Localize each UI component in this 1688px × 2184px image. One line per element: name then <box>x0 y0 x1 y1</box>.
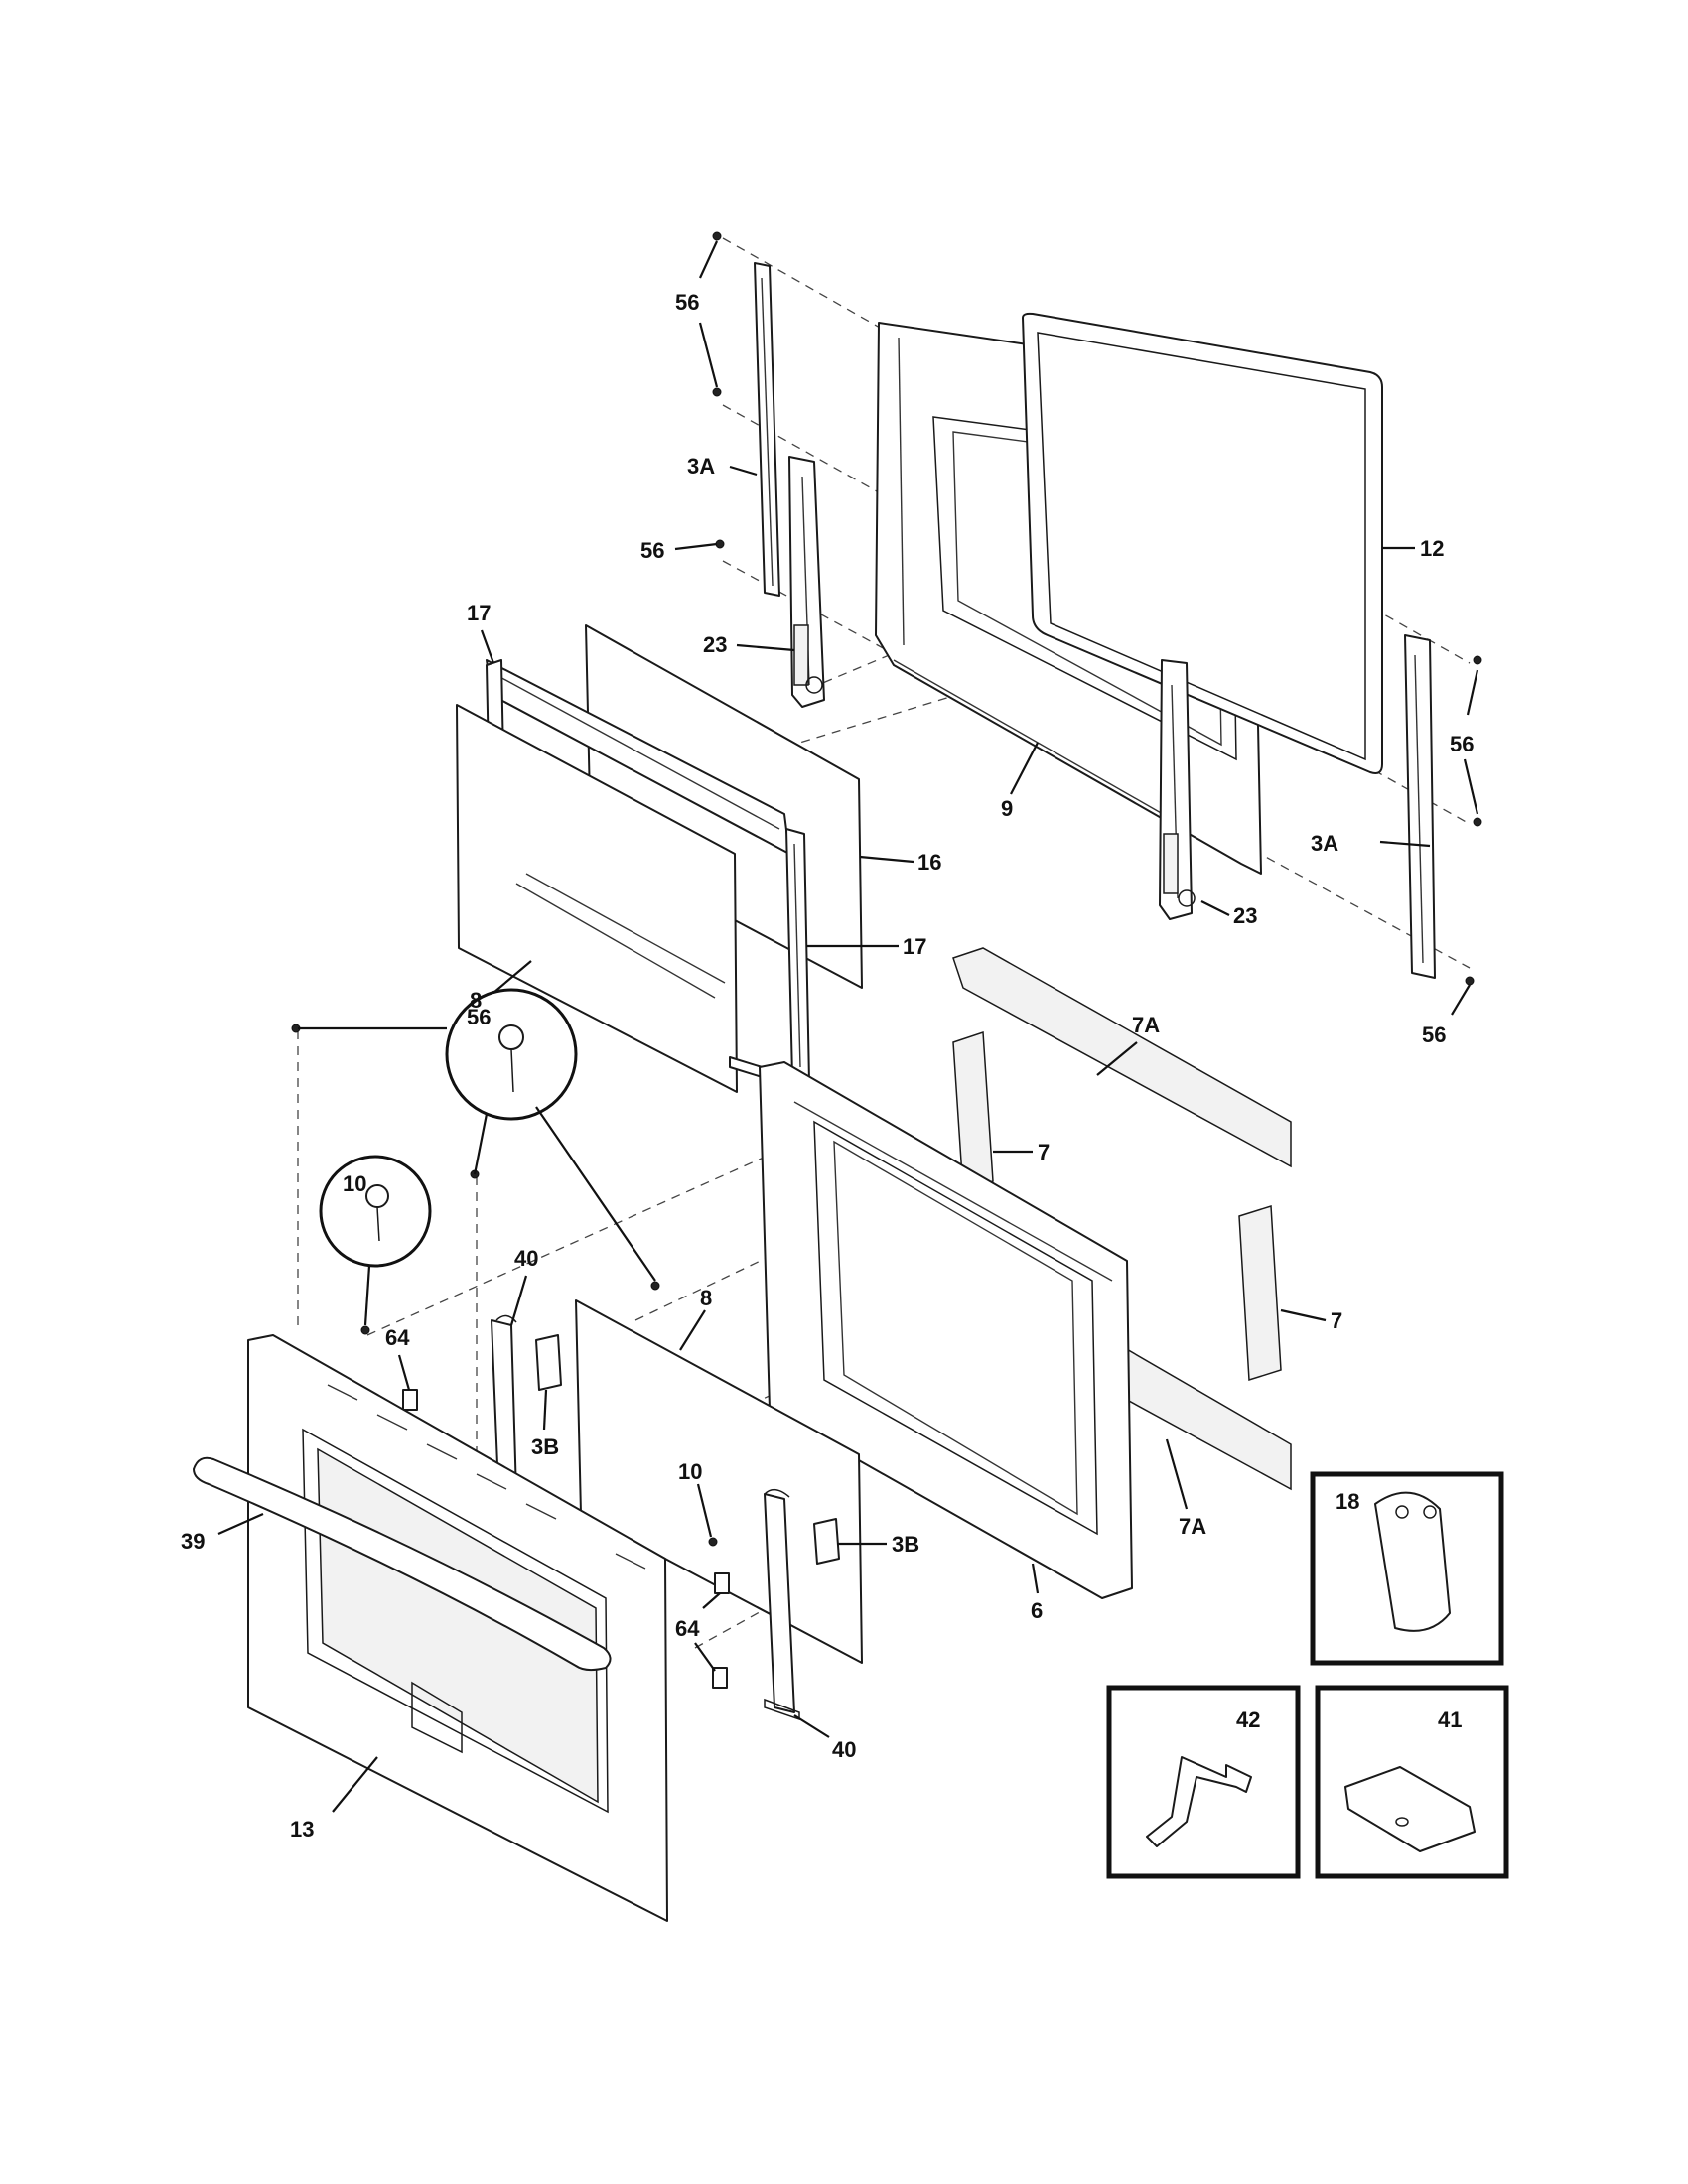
label-39: 39 <box>181 1529 205 1554</box>
label-17-lower: 17 <box>903 934 926 959</box>
label-40-upper: 40 <box>514 1246 538 1271</box>
label-9: 9 <box>1001 796 1013 821</box>
hinge-strip-left <box>754 262 780 597</box>
detail-box-18 <box>1310 1471 1504 1666</box>
label-56-top: 56 <box>675 290 699 315</box>
door-gasket-frame <box>1022 312 1383 774</box>
spacer-clip-64-lower1 <box>714 1572 730 1594</box>
label-7-top: 7 <box>1038 1140 1050 1164</box>
hinge-strip-right <box>1404 634 1436 979</box>
label-13: 13 <box>290 1817 314 1842</box>
label-3a-right: 3A <box>1311 831 1338 856</box>
label-64-upper: 64 <box>385 1325 410 1350</box>
callout-screw-10: 10 <box>319 1155 432 1268</box>
label-56-right: 56 <box>1450 732 1474 756</box>
hinge-left <box>788 456 825 708</box>
label-41: 41 <box>1438 1707 1462 1732</box>
label-42: 42 <box>1236 1707 1260 1732</box>
label-8-lower: 8 <box>700 1286 712 1310</box>
detail-box-42 <box>1106 1685 1301 1879</box>
spacer-clip-64-upper <box>402 1389 418 1411</box>
label-10: 10 <box>343 1171 366 1196</box>
label-23-upper: 23 <box>703 632 727 657</box>
glass-panel-8-lower <box>575 1299 863 1664</box>
spacer-clip-64-lower2 <box>712 1667 728 1689</box>
insulation-strip-7-right <box>1238 1204 1282 1382</box>
screws <box>291 231 1482 1547</box>
callout-screw-56: 56 <box>445 988 578 1121</box>
label-17-top: 17 <box>467 601 491 625</box>
label-18: 18 <box>1336 1489 1359 1514</box>
label-7-right: 7 <box>1331 1308 1342 1333</box>
insulation-strip-7-left <box>952 1030 994 1193</box>
door-handle <box>193 1456 612 1672</box>
label-56-mid: 56 <box>640 538 664 563</box>
label-3b-upper: 3B <box>531 1434 559 1459</box>
door-bracket-right <box>764 1488 800 1721</box>
clip-3b-upper <box>535 1334 562 1391</box>
label-23-lower: 23 <box>1233 903 1257 928</box>
insulation-strip-7a-top <box>952 947 1292 1168</box>
label-12: 12 <box>1420 536 1444 561</box>
label-16: 16 <box>917 850 941 875</box>
label-8-upper: 8 <box>470 988 482 1013</box>
label-10-lower: 10 <box>678 1459 702 1484</box>
label-56-bottom-right: 56 <box>1422 1023 1446 1047</box>
part-labels: 56 3A 56 12 17 23 9 16 17 8 23 56 3A 56 … <box>181 290 1474 1842</box>
label-3a-left: 3A <box>687 454 715 478</box>
detail-box-41 <box>1315 1685 1509 1879</box>
clip-3b-lower <box>813 1518 840 1565</box>
label-6: 6 <box>1031 1598 1043 1623</box>
label-7a-bottom: 7A <box>1179 1514 1206 1539</box>
leader-lines <box>217 240 1479 1813</box>
label-7a-top: 7A <box>1132 1013 1160 1037</box>
label-40-lower: 40 <box>832 1737 856 1762</box>
label-3b-lower: 3B <box>892 1532 919 1557</box>
label-56: 56 <box>467 1005 491 1029</box>
glass-panel-8-upper <box>456 659 738 1093</box>
hinge-right <box>1159 659 1196 920</box>
label-64-lower: 64 <box>675 1616 700 1641</box>
